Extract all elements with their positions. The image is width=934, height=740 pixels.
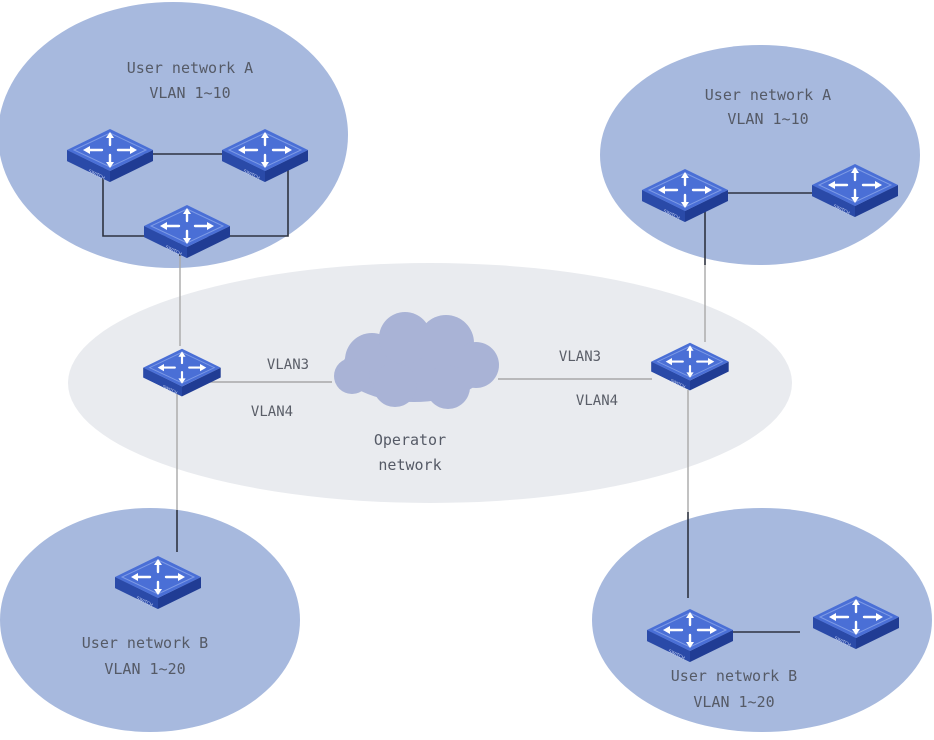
operator-label-line2: network [378, 456, 441, 474]
network-a-left-title: User network A [127, 59, 253, 77]
user-network-a-left-region [0, 2, 348, 268]
network-b-left-vlan: VLAN 1~20 [104, 660, 185, 678]
vlan3-right-label: VLAN3 [559, 349, 601, 365]
network-b-right-title: User network B [671, 667, 797, 685]
vlan4-left-label: VLAN4 [251, 404, 293, 420]
cloud-icon [334, 312, 499, 409]
network-a-left-vlan: VLAN 1~10 [149, 84, 230, 102]
user-network-b-right-region [592, 508, 932, 732]
network-a-right-vlan: VLAN 1~10 [727, 110, 808, 128]
network-a-right-title: User network A [705, 86, 831, 104]
operator-label-line1: Operator [374, 431, 446, 449]
network-b-right-vlan: VLAN 1~20 [693, 693, 774, 711]
vlan3-left-label: VLAN3 [267, 357, 309, 373]
user-network-b-left-region [0, 508, 300, 732]
network-b-left-title: User network B [82, 634, 208, 652]
user-network-a-right-region [600, 45, 920, 265]
vlan4-right-label: VLAN4 [576, 393, 618, 409]
